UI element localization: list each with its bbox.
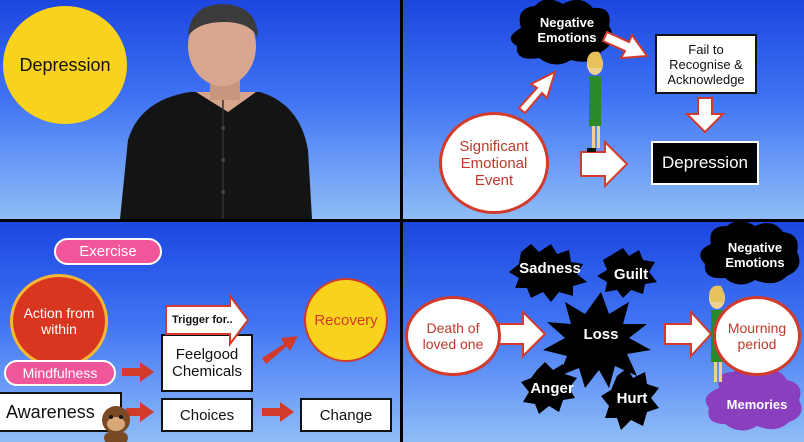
- action-from-within-label: Action from within: [23, 305, 95, 337]
- mourning-period-label: Mourning period: [727, 320, 787, 352]
- negative-emotions-cloud: [511, 0, 613, 65]
- arrow-death-to-loss: [498, 309, 547, 359]
- trigger-for-label: Trigger for..: [172, 314, 233, 326]
- significant-event-label: Significant Emotional Event: [459, 137, 529, 189]
- arrow-event-to-depression: [580, 139, 629, 189]
- presenter-panel: Depression: [0, 0, 400, 219]
- loss-panel: Negative Emotions Sadness Guilt Loss Ang…: [403, 222, 804, 442]
- memories-cloud: [705, 367, 802, 431]
- arrow-loss-to-mourning: [664, 309, 713, 359]
- depression-box-label: Depression: [662, 153, 748, 172]
- mourning-period-circle: Mourning period: [713, 296, 801, 376]
- mindfulness-pill[interactable]: Mindfulness: [4, 360, 116, 386]
- depression-sun-label: Depression: [19, 54, 111, 75]
- hurt-label: Hurt: [616, 390, 648, 408]
- hurt-burst: [601, 368, 659, 430]
- arrow-fail-to-depression: [684, 97, 726, 134]
- depression-box: Depression: [651, 141, 759, 185]
- awareness-box: Awareness: [0, 392, 122, 432]
- arrow-feelgood-to-recovery: [262, 336, 298, 364]
- arrow-event-to-emotions: [517, 70, 557, 115]
- loss-shapes-layer: [498, 222, 802, 431]
- mindfulness-label: Mindfulness: [22, 365, 98, 381]
- guilt-burst: [597, 248, 657, 298]
- arrows-layer: [517, 30, 726, 189]
- arrow-awareness-to-choices: [126, 402, 154, 422]
- exercise-pill[interactable]: Exercise: [54, 238, 162, 265]
- trigger-arrow: [165, 293, 250, 347]
- guilt-label: Guilt: [613, 266, 649, 284]
- presenter-figure: [120, 4, 312, 219]
- sadness-label: Sadness: [519, 260, 581, 278]
- significant-event-circle: Significant Emotional Event: [439, 112, 549, 214]
- negative-emotions-label: Negative Emotions: [537, 15, 597, 45]
- arrow-emotions-to-fail: [601, 30, 649, 60]
- feelgood-chemicals-label: Feelgood Chemicals: [171, 346, 243, 380]
- action-from-within-circle: Action from within: [10, 274, 108, 368]
- negative-emotions-label: Negative Emotions: [725, 240, 785, 270]
- feelgood-chemicals-box: Feelgood Chemicals: [161, 334, 253, 392]
- sadness-burst: [509, 244, 587, 302]
- memories-label: Memories: [726, 396, 788, 412]
- exercise-label: Exercise: [79, 243, 137, 260]
- change-label: Change: [319, 406, 373, 424]
- depression-sun: Depression: [3, 6, 127, 124]
- arrow-choices-to-change: [262, 402, 294, 422]
- death-of-loved-one-label: Death of loved one: [422, 320, 484, 352]
- recovery-panel: Exercise Action from within Mindfulness …: [0, 222, 400, 442]
- arrow-mindfulness-to-feelgood: [122, 362, 154, 382]
- choices-box: Choices: [161, 398, 253, 432]
- awareness-label: Awareness: [6, 401, 95, 422]
- person-figure: [587, 51, 603, 152]
- recovery-circle: Recovery: [304, 278, 388, 362]
- death-of-loved-one-circle: Death of loved one: [405, 296, 501, 376]
- monkey-icon: [102, 406, 130, 442]
- fail-to-recognise-box: Fail to Recognise & Acknowledge: [655, 34, 757, 94]
- choices-label: Choices: [179, 406, 235, 424]
- recovery-arrows-layer: [102, 293, 298, 442]
- recovery-label: Recovery: [314, 311, 378, 329]
- horizontal-divider: [0, 219, 804, 222]
- negative-emotions-cloud: [700, 222, 800, 285]
- fail-to-recognise-label: Fail to Recognise & Acknowledge: [667, 41, 745, 87]
- loss-label: Loss: [583, 326, 619, 344]
- anger-burst: [521, 362, 577, 414]
- anger-label: Anger: [530, 380, 574, 398]
- loss-burst: [543, 292, 651, 388]
- change-box: Change: [300, 398, 392, 432]
- depression-process-panel: Negative Emotions Fail to Recognise & Ac…: [403, 0, 804, 219]
